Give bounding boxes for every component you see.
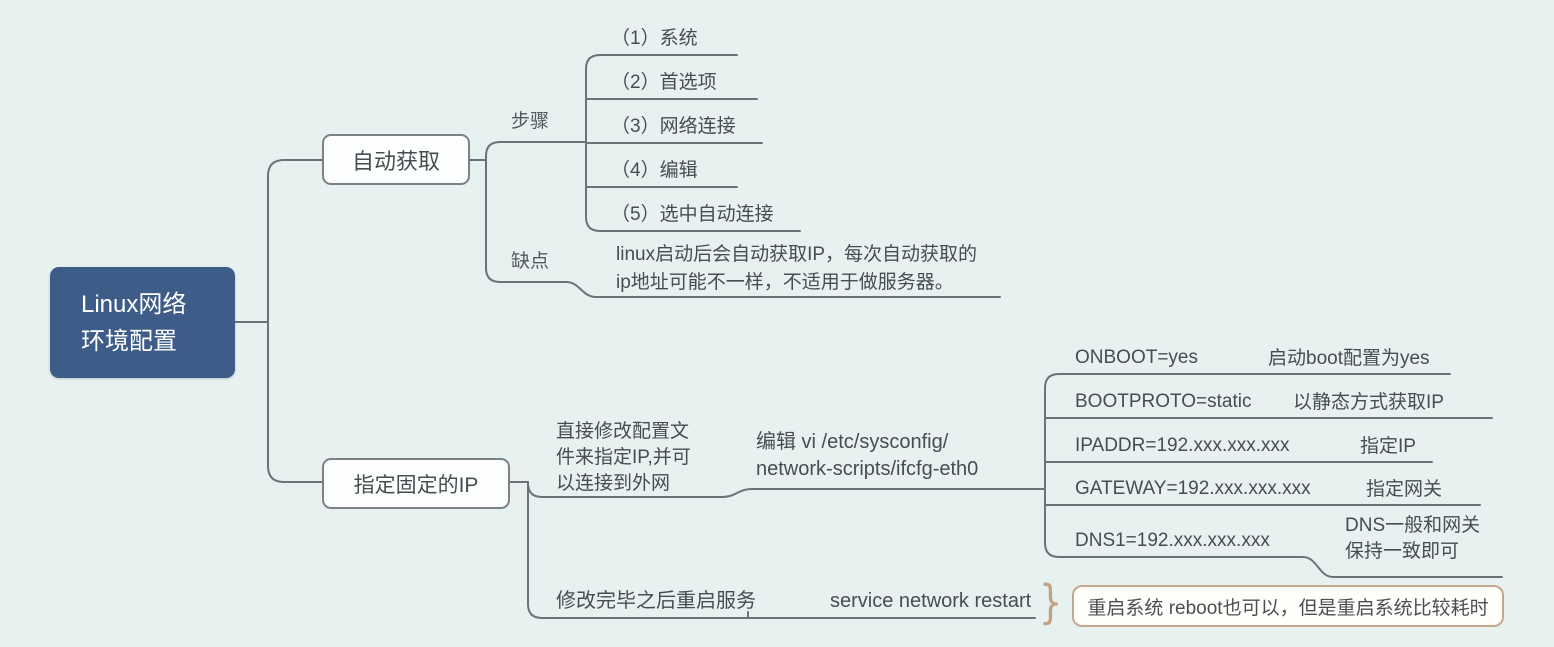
vi-command-line2: network-scripts/ifcfg-eth0 (756, 458, 979, 480)
step-item-4[interactable]: （4）编辑 (611, 160, 698, 181)
config-desc-dns1-line1: DNS一般和网关 (1345, 515, 1481, 536)
config-key-dns1[interactable]: DNS1=192.xxx.xxx.xxx (1075, 530, 1270, 551)
subtopic-restart-command[interactable]: service network restart (830, 590, 1032, 612)
config-desc-ipaddr[interactable]: 指定IP (1360, 436, 1416, 457)
config-key-gateway[interactable]: GATEWAY=192.xxx.xxx.xxx (1075, 478, 1311, 499)
step-item-1[interactable]: （1）系统 (611, 28, 698, 49)
root-topic-line1: Linux网络 (81, 291, 187, 318)
topic-fixed-ip-label: 指定固定的IP (353, 473, 479, 497)
config-desc-onboot[interactable]: 启动boot配置为yes (1268, 348, 1430, 369)
topic-fixed-ip[interactable]: 指定固定的IP (322, 458, 510, 509)
config-desc-dns1-line2: 保持一致即可 (1345, 541, 1460, 562)
cons-text-line1: linux启动后会自动获取IP，每次自动获取的 (616, 244, 978, 265)
config-desc-gateway[interactable]: 指定网关 (1366, 479, 1443, 500)
method-line1: 直接修改配置文 (556, 421, 690, 442)
config-desc-bootproto[interactable]: 以静态方式获取IP (1293, 392, 1444, 413)
method-line2: 件来指定IP,并可 (556, 447, 691, 468)
config-key-onboot[interactable]: ONBOOT=yes (1075, 347, 1198, 368)
step-item-2[interactable]: （2）首选项 (611, 72, 717, 93)
subtopic-vi-command[interactable]: 编辑 vi /etc/sysconfig/ network-scripts/if… (756, 429, 978, 483)
note-reboot[interactable]: 重启系统 reboot也可以，但是重启系统比较耗时 (1072, 585, 1504, 627)
subtopic-restart-service[interactable]: 修改完毕之后重启服务 (556, 590, 756, 612)
subtopic-steps[interactable]: 步骤 (511, 111, 550, 132)
config-key-bootproto[interactable]: BOOTPROTO=static (1075, 391, 1252, 412)
topic-auto-obtain[interactable]: 自动获取 (322, 134, 470, 185)
cons-text[interactable]: linux启动后会自动获取IP，每次自动获取的 ip地址可能不一样，不适用于做服… (616, 241, 977, 297)
root-topic-line2: 环境配置 (81, 328, 177, 355)
root-topic-linux-network-config[interactable]: Linux网络 环境配置 (50, 267, 235, 378)
cons-text-line2: ip地址可能不一样，不适用于做服务器。 (616, 272, 954, 293)
step-item-3[interactable]: （3）网络连接 (611, 116, 736, 137)
topic-auto-obtain-label: 自动获取 (351, 148, 440, 174)
config-desc-dns1[interactable]: DNS一般和网关 保持一致即可 (1345, 513, 1480, 565)
config-key-ipaddr[interactable]: IPADDR=192.xxx.xxx.xxx (1075, 435, 1290, 456)
subtopic-edit-config-file[interactable]: 直接修改配置文 件来指定IP,并可 以连接到外网 (556, 419, 691, 497)
note-brace-icon: } (1038, 575, 1063, 629)
vi-command-line1: 编辑 vi /etc/sysconfig/ (756, 431, 949, 453)
subtopic-cons[interactable]: 缺点 (511, 251, 550, 272)
step-item-5[interactable]: （5）选中自动连接 (611, 204, 774, 225)
note-reboot-text: 重启系统 reboot也可以，但是重启系统比较耗时 (1087, 597, 1489, 619)
method-line3: 以连接到外网 (556, 473, 671, 494)
